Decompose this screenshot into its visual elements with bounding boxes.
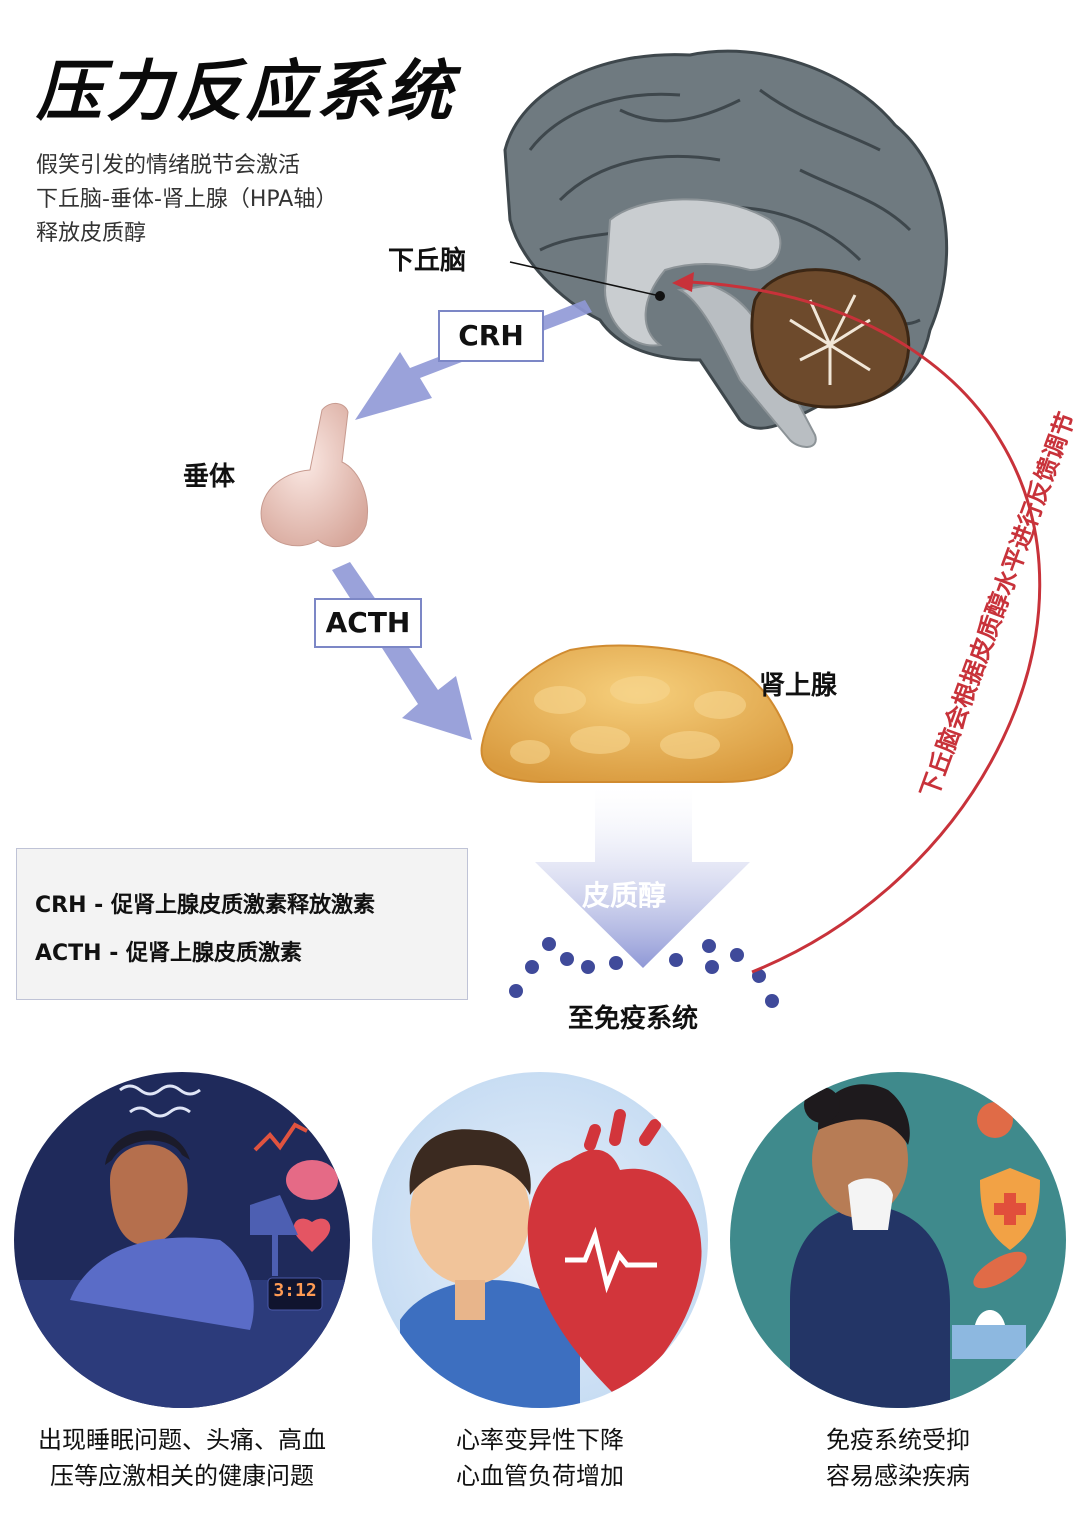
- legend-desc: - 促肾上腺皮质激素: [101, 941, 303, 966]
- effect-caption-heart: 心率变异性下降 心血管负荷增加: [360, 1422, 720, 1494]
- caption-line: 压等应激相关的健康问题: [50, 1462, 314, 1490]
- subtitle-line-1: 假笑引发的情绪脱节会激活: [36, 153, 301, 178]
- effect-caption-sleep: 出现睡眠问题、头痛、高血 压等应激相关的健康问题: [2, 1422, 362, 1494]
- legend-abbr: ACTH: [35, 941, 102, 966]
- heart-illustration: [372, 1072, 708, 1408]
- clock-display: 3:12: [273, 1280, 317, 1301]
- subtitle-line-2: 下丘脑-垂体-肾上腺（HPA轴）: [36, 187, 338, 212]
- acth-label-box: ACTH: [314, 598, 422, 648]
- caption-line: 心血管负荷增加: [456, 1462, 624, 1490]
- legend-row-crh: CRH - 促肾上腺皮质激素释放激素: [35, 887, 375, 919]
- acth-arrow: [332, 562, 472, 740]
- caption-line: 出现睡眠问题、头痛、高血: [38, 1426, 326, 1454]
- legend-box: CRH - 促肾上腺皮质激素释放激素 ACTH - 促肾上腺皮质激素: [16, 848, 468, 1000]
- cortisol-label: 皮质醇: [582, 879, 667, 912]
- sleep-problems-illustration: [14, 1072, 350, 1408]
- cortisol-dots: [509, 937, 779, 1008]
- page-title: 压力反应系统: [36, 53, 456, 130]
- legend-desc: - 促肾上腺皮质激素释放激素: [86, 893, 375, 918]
- immune-illustration: [730, 1072, 1066, 1408]
- feedback-arrow: [672, 272, 1042, 974]
- pituitary-label: 垂体: [183, 462, 236, 492]
- immune-label: 至免疫系统: [568, 1004, 699, 1034]
- legend-row-acth: ACTH - 促肾上腺皮质激素: [35, 935, 302, 967]
- crh-label-box: CRH: [438, 310, 544, 362]
- brain-illustration: [503, 49, 949, 448]
- subtitle-line-3: 释放皮质醇: [36, 221, 147, 246]
- cortisol-arrow: [535, 788, 750, 968]
- adrenal-label: 肾上腺: [759, 671, 838, 701]
- caption-line: 容易感染疾病: [826, 1462, 970, 1490]
- caption-line: 心率变异性下降: [456, 1426, 624, 1454]
- effect-caption-immune: 免疫系统受抑 容易感染疾病: [718, 1422, 1078, 1494]
- legend-abbr: CRH: [35, 893, 87, 918]
- pituitary-illustration: [260, 403, 368, 548]
- caption-line: 免疫系统受抑: [826, 1426, 970, 1454]
- hypothalamus-label: 下丘脑: [388, 246, 467, 276]
- adrenal-illustration: [480, 644, 794, 783]
